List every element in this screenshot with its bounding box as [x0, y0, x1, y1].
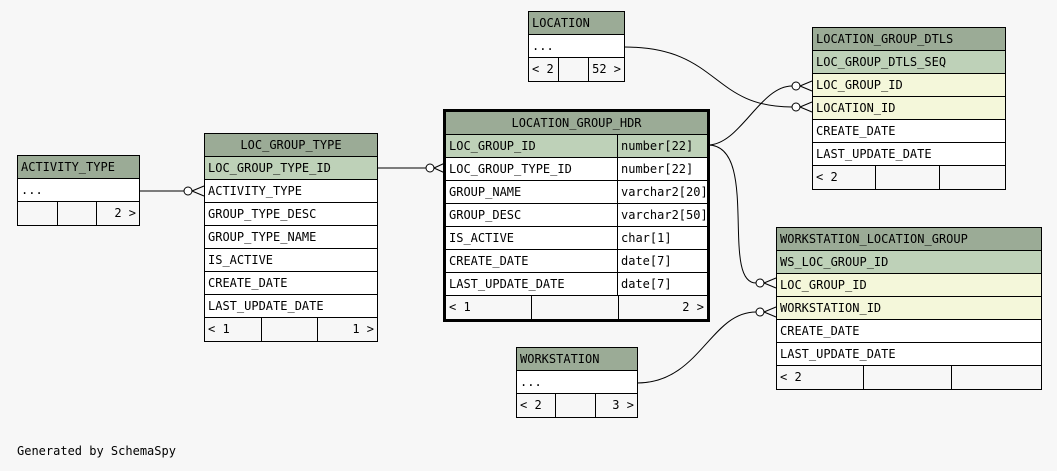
table-footer: < 1 1 >: [205, 318, 377, 341]
table-row: WS_LOC_GROUP_ID: [777, 251, 1041, 274]
rel-location: [623, 46, 793, 108]
crowsfoot-circle: [755, 278, 765, 288]
table-location-group-dtls[interactable]: LOCATION_GROUP_DTLS LOC_GROUP_DTLS_SEQ L…: [812, 27, 1006, 190]
table-footer: < 2: [777, 366, 1041, 389]
table-row: IS_ACTIVE: [205, 249, 377, 272]
table-footer: 2 >: [18, 202, 139, 225]
table-row: ...: [529, 35, 624, 58]
parent-count[interactable]: < 2: [813, 166, 877, 189]
table-row: LOC_GROUP_ID: [813, 74, 1005, 97]
crowsfoot-circle: [425, 163, 435, 173]
crowsfoot-circle: [791, 102, 801, 112]
table-row: ACTIVITY_TYPE: [205, 180, 377, 203]
table-row: LAST_UPDATE_DATE: [813, 143, 1005, 166]
table-header: LOCATION_GROUP_DTLS: [813, 28, 1005, 51]
table-header: WORKSTATION: [517, 348, 637, 371]
generated-by-text: Generated by SchemaSpy: [17, 444, 176, 458]
table-row: CREATE_DATE: [813, 120, 1005, 143]
table-footer: < 1 2 >: [446, 296, 707, 319]
table-header: WORKSTATION_LOCATION_GROUP: [777, 228, 1041, 251]
table-row: LOCATION_ID: [813, 97, 1005, 120]
table-footer: < 2 52 >: [529, 58, 624, 81]
crowsfoot-circle: [791, 81, 801, 91]
table-row: LOC_GROUP_ID: [777, 274, 1041, 297]
table-row: LOC_GROUP_DTLS_SEQ: [813, 51, 1005, 74]
table-workstation-location-group[interactable]: WORKSTATION_LOCATION_GROUP WS_LOC_GROUP_…: [776, 227, 1042, 390]
table-row: WORKSTATION_ID: [777, 297, 1041, 320]
table-workstation[interactable]: WORKSTATION ... < 2 3 >: [516, 347, 638, 418]
table-header: LOCATION_GROUP_HDR: [446, 112, 707, 135]
related-count[interactable]: 1 >: [352, 322, 375, 336]
related-count[interactable]: 2 >: [114, 206, 137, 220]
related-count[interactable]: 2 >: [682, 300, 704, 314]
rel-hdr-wslg: [707, 144, 757, 284]
table-row: CREATE_DATE: [205, 272, 377, 295]
parent-count[interactable]: < 2: [777, 366, 865, 389]
parent-count[interactable]: < 2: [517, 394, 557, 417]
table-header: ACTIVITY_TYPE: [18, 156, 139, 179]
table-row: GROUP_TYPE_DESC: [205, 203, 377, 226]
parent-count[interactable]: < 1: [205, 318, 262, 341]
rel-workstation: [636, 311, 757, 384]
table-row: ...: [517, 371, 637, 394]
table-loc-group-type[interactable]: LOC_GROUP_TYPE LOC_GROUP_TYPE_ID ACTIVIT…: [204, 133, 378, 342]
parent-count[interactable]: < 2: [529, 58, 560, 81]
table-row: LAST_UPDATE_DATE: [205, 295, 377, 318]
table-row: ...: [18, 179, 139, 202]
table-location[interactable]: LOCATION ... < 2 52 >: [528, 11, 625, 82]
parent-count[interactable]: < 1: [446, 296, 533, 319]
rel-hdr-dtls: [707, 85, 793, 146]
table-activity-type[interactable]: ACTIVITY_TYPE ... 2 >: [17, 155, 140, 226]
crowsfoot-circle: [183, 186, 193, 196]
table-row: CREATE_DATE: [777, 320, 1041, 343]
table-row: LAST_UPDATE_DATE: [777, 343, 1041, 366]
table-row: GROUP_TYPE_NAME: [205, 226, 377, 249]
related-count[interactable]: 52 >: [592, 62, 621, 76]
table-footer: < 2: [813, 166, 1005, 189]
table-header: LOC_GROUP_TYPE: [205, 134, 377, 157]
related-count[interactable]: 3 >: [612, 398, 634, 412]
table-header: LOCATION: [529, 12, 624, 35]
crowsfoot-circle: [755, 307, 765, 317]
table-footer: < 2 3 >: [517, 394, 637, 417]
table-row: LOC_GROUP_TYPE_ID: [205, 157, 377, 180]
